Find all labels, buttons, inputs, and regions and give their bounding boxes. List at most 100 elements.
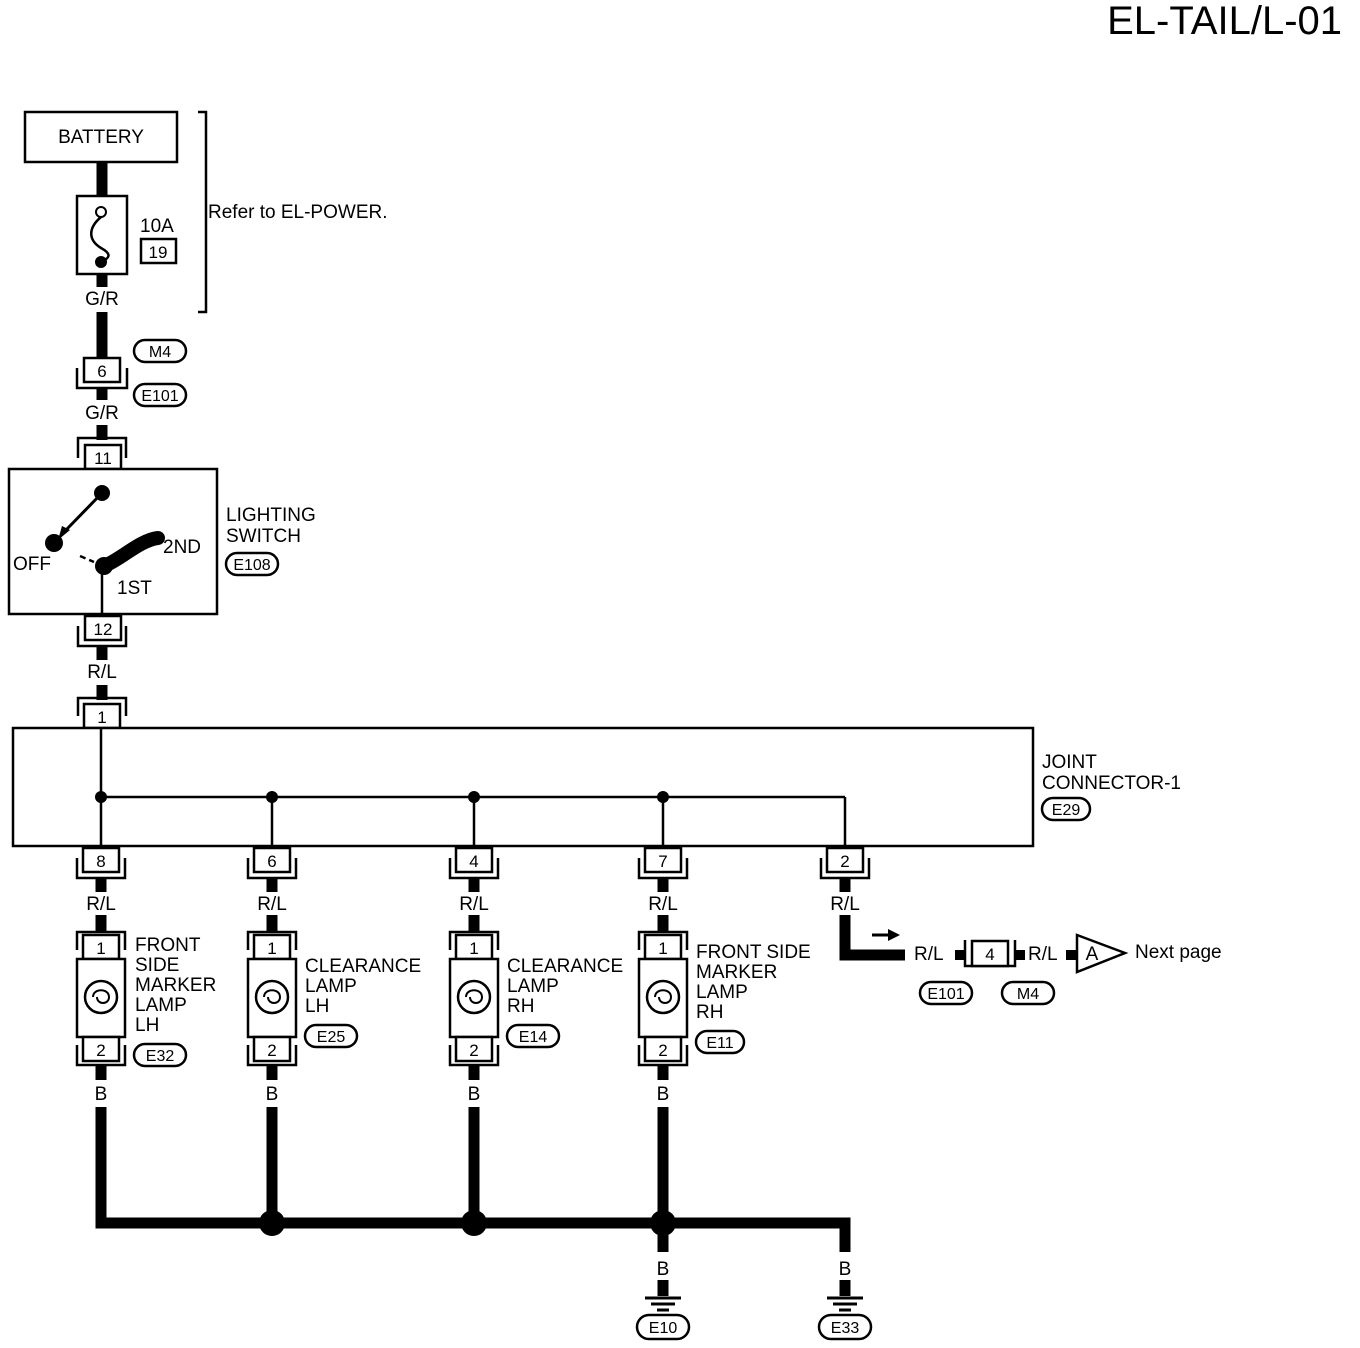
wire-label-rl-lamp2: R/L [257, 894, 287, 915]
wire-label-b-gnd2: B [839, 1259, 852, 1280]
fuse-amps: 10A [140, 216, 174, 237]
lamp4-label-2: MARKER [696, 962, 777, 983]
lamp1-pin-bottom: 2 [96, 1041, 105, 1060]
wire-label-b-lamp4: B [657, 1084, 670, 1105]
joint-pin-8: 8 [96, 852, 105, 871]
lamp2-label-1: CLEARANCE [305, 956, 421, 977]
joint-connector-pin-in [76, 696, 128, 730]
wire-label-gr-lower: G/R [85, 403, 119, 424]
wire-label-b-lamp2: B [266, 1084, 279, 1105]
ref-e11 [694, 1029, 746, 1055]
lamp3-label-3: RH [507, 996, 534, 1017]
switch-pos-2nd: 2ND [163, 537, 201, 558]
joint-label-line1: JOINT [1042, 752, 1097, 773]
lamp2-label-3: LH [305, 996, 329, 1017]
ref-e25 [303, 1023, 359, 1049]
lamp1-label-3: MARKER [135, 975, 216, 996]
ref-e101-lower-text: E101 [927, 986, 964, 1003]
wire-label-rl-out: R/L [830, 894, 860, 915]
lamp1-label-5: LH [135, 1015, 159, 1036]
wire-rl-out-b [839, 915, 905, 961]
splice-3 [650, 1210, 676, 1236]
ref-e25-text: E25 [317, 1029, 346, 1046]
fuse-number: 19 [149, 243, 168, 262]
switch-label-line2: SWITCH [226, 526, 301, 547]
current-direction-arrow-icon [872, 929, 900, 941]
switch-pos-1st: 1ST [117, 578, 152, 599]
lamp4-label-4: RH [696, 1002, 723, 1023]
joint-out-pin-6 [246, 846, 298, 880]
ground-e33-icon [827, 1280, 863, 1312]
switch-mechanism [45, 485, 165, 614]
switch-label-line1: LIGHTING [226, 505, 316, 526]
refer-bracket [198, 110, 208, 314]
joint-label-line2: CONNECTOR-1 [1042, 773, 1181, 794]
ref-m4-upper-text: M4 [149, 344, 171, 361]
ref-e14-text: E14 [519, 1029, 548, 1046]
joint-pin-1: 1 [97, 708, 106, 727]
refer-note: Refer to EL-POWER. [208, 202, 388, 223]
ref-e33-text: E33 [831, 1320, 860, 1337]
lamp-clearance-lh [246, 930, 298, 1067]
fuse-number-box [139, 237, 178, 265]
lamp4-label-3: LAMP [696, 982, 748, 1003]
lamp-clearance-rh [448, 930, 500, 1067]
splice-1 [259, 1210, 285, 1236]
wire-label-b-lamp3: B [468, 1084, 481, 1105]
lamp4-pin-top: 1 [658, 939, 667, 958]
lamp3-pin-bottom: 2 [469, 1041, 478, 1060]
lamp2-label-2: LAMP [305, 976, 357, 997]
ref-e29 [1040, 796, 1092, 822]
lamp4-pin-bottom: 2 [658, 1041, 667, 1060]
joint-pin-2: 2 [840, 852, 849, 871]
next-page-flag [1075, 933, 1129, 974]
output-connector [963, 939, 1017, 968]
ref-e32 [132, 1042, 188, 1068]
wire-label-b-gnd1: B [657, 1259, 670, 1280]
joint-bus [95, 728, 847, 846]
ref-e101-lower [918, 980, 974, 1006]
diagram-title: EL-TAIL/L-01 [1107, 0, 1342, 43]
wire-label-rl-lamp3: R/L [459, 894, 489, 915]
wire-label-rl-lamp1: R/L [86, 894, 116, 915]
output-pin-4: 4 [985, 945, 994, 964]
joint-pin-7: 7 [658, 852, 667, 871]
ground-e10-icon [645, 1280, 681, 1312]
wire-stub-right [1015, 950, 1025, 960]
lamp3-label-1: CLEARANCE [507, 956, 623, 977]
joint-out-pin-7 [637, 846, 689, 880]
connector-pin-6: 6 [97, 362, 106, 381]
wire-stub-next [1066, 950, 1076, 960]
next-page-marker: A [1086, 944, 1099, 965]
ref-m4-lower-text: M4 [1017, 986, 1039, 1003]
ref-e11-text: E11 [706, 1035, 733, 1052]
wire-label-rl-h2: R/L [1028, 944, 1058, 965]
lamp1-label-4: LAMP [135, 995, 187, 1016]
wire-label-rl-switch: R/L [87, 662, 117, 683]
ref-e10 [635, 1313, 691, 1341]
lamp4-label-1: FRONT SIDE [696, 942, 811, 963]
lamp3-label-2: LAMP [507, 976, 559, 997]
ref-e14 [505, 1023, 561, 1049]
lamp1-label-2: SIDE [135, 955, 179, 976]
wire-label-rl-lamp4: R/L [648, 894, 678, 915]
lamp2-pin-bottom: 2 [267, 1041, 276, 1060]
lamp-front-side-marker-rh [637, 930, 689, 1067]
joint-pin-6: 6 [267, 852, 276, 871]
wire-stub-left [955, 950, 965, 960]
lighting-switch-box [7, 467, 219, 616]
lamp3-pin-top: 1 [469, 939, 478, 958]
lamp1-label-1: FRONT [135, 935, 201, 956]
wire-label-gr-upper: G/R [85, 289, 119, 310]
ref-e108 [224, 551, 280, 577]
ref-e32-text: E32 [146, 1048, 175, 1065]
fuse-symbol [75, 194, 129, 276]
splice-2 [461, 1210, 487, 1236]
joint-out-pin-4 [448, 846, 500, 880]
wire-label-b-lamp1: B [95, 1084, 108, 1105]
switch-pin-11: 11 [94, 449, 112, 468]
ref-e10-text: E10 [649, 1320, 678, 1337]
battery-label: BATTERY [58, 127, 144, 148]
lamp1-pin-top: 1 [96, 939, 105, 958]
